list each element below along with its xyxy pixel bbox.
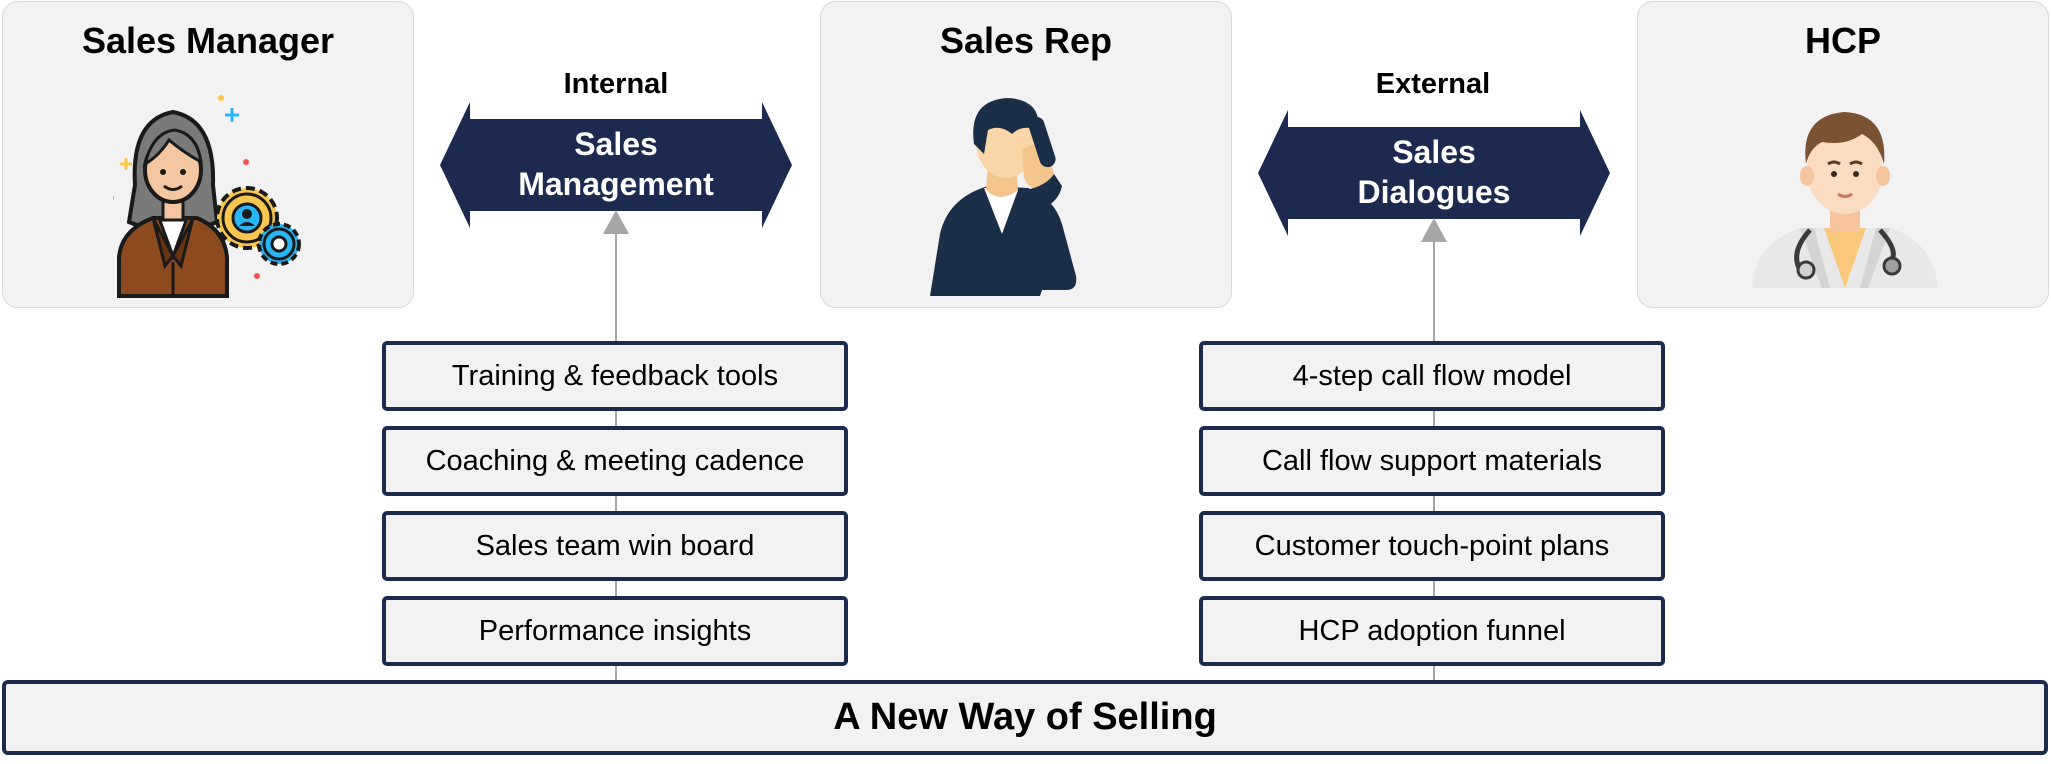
internal-caption: Internal [563, 68, 669, 100]
training-feedback-tools-box: Training & feedback tools [382, 341, 848, 411]
coaching-meeting-cadence-box: Coaching & meeting cadence [382, 426, 848, 496]
sales-rep-panel: Sales Rep [820, 1, 1232, 308]
sales-management-double-arrow [440, 102, 792, 228]
sales-manager-panel: Sales Manager [2, 1, 414, 308]
hcp-adoption-funnel-box: HCP adoption funnel [1199, 596, 1665, 666]
call-flow-support-materials-box: Call flow support materials [1199, 426, 1665, 496]
man-on-phone-icon [930, 98, 1077, 296]
sales-management-label-line1: Sales [574, 126, 658, 162]
businesswoman-with-gears-icon [113, 95, 301, 298]
hcp-panel: HCP [1637, 1, 2049, 308]
sales-team-win-board-box: Sales team win board [382, 511, 848, 581]
sales-dialogues-label-line1: Sales [1392, 134, 1476, 170]
sales-dialogues-label-line2: Dialogues [1357, 174, 1511, 210]
sales-management-label: Sales Management [470, 124, 762, 204]
sales-dialogues-label: Sales Dialogues [1288, 132, 1580, 212]
customer-touch-point-plans-box: Customer touch-point plans [1199, 511, 1665, 581]
external-caption: External [1375, 68, 1491, 100]
call-flow-model-box: 4-step call flow model [1199, 341, 1665, 411]
sales-dialogues-double-arrow [1258, 110, 1610, 236]
doctor-with-stethoscope-icon [1752, 112, 1938, 288]
hcp-title: HCP [1804, 20, 1881, 61]
new-way-of-selling-foundation: A New Way of Selling [2, 680, 2048, 755]
sales-manager-title: Sales Manager [81, 20, 335, 61]
sales-management-label-line2: Management [518, 166, 714, 202]
performance-insights-box: Performance insights [382, 596, 848, 666]
sales-rep-title: Sales Rep [939, 20, 1113, 61]
